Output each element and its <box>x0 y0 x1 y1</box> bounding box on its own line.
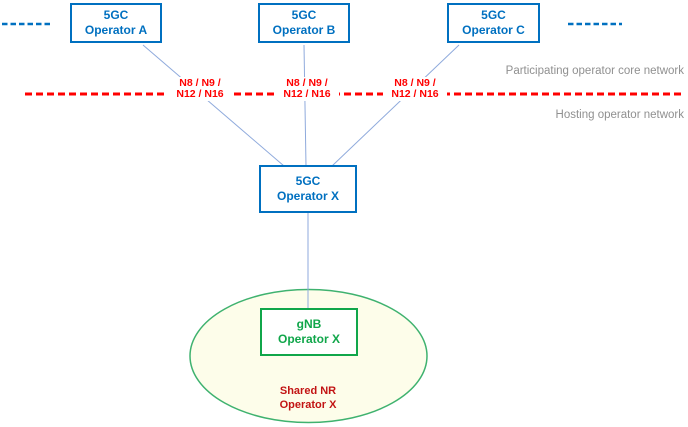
operator-x-gnb-box: gNB Operator X <box>260 308 358 356</box>
operator-c-5gc-line2: Operator C <box>462 23 525 37</box>
interface-label-line2: N12 / N16 <box>283 88 331 100</box>
operator-x-5gc-box: 5GC Operator X <box>259 165 357 213</box>
interface-label-line2: N12 / N16 <box>391 88 439 100</box>
operator-b-5gc-line2: Operator B <box>272 23 336 37</box>
operator-a-5gc-line1: 5GC <box>103 8 129 22</box>
interface-label-line1: N8 / N9 / <box>394 77 436 89</box>
shared-nr-caption-line1: Shared NR <box>279 385 337 397</box>
interface-label-line1: N8 / N9 / <box>286 77 328 89</box>
operator-a-5gc-line2: Operator A <box>84 23 148 37</box>
operator-a-5gc-box: 5GC Operator A <box>70 3 162 43</box>
interface-label-a: N8 / N9 / N12 / N16 <box>168 77 232 101</box>
operator-x-5gc-line1: 5GC <box>295 174 321 188</box>
operator-c-5gc-box: 5GC Operator C <box>447 3 540 43</box>
hosting-network-label: Hosting operator network <box>555 109 684 121</box>
shared-nr-caption: Shared NR Operator X <box>248 384 368 412</box>
operator-x-5gc-line2: Operator X <box>276 189 339 203</box>
participating-network-label: Participating operator core network <box>505 65 684 77</box>
connector-operator-a-to-x <box>142 44 285 167</box>
connector-operator-b-to-x <box>303 44 307 167</box>
interface-label-line1: N8 / N9 / <box>179 77 221 89</box>
shared-nr-caption-line2: Operator X <box>279 399 337 411</box>
interface-label-line2: N12 / N16 <box>176 88 224 100</box>
operator-x-gnb-line1: gNB <box>296 317 322 331</box>
interface-label-c: N8 / N9 / N12 / N16 <box>383 77 447 101</box>
interface-label-b: N8 / N9 / N12 / N16 <box>275 77 339 101</box>
operator-b-5gc-box: 5GC Operator B <box>258 3 350 43</box>
operator-c-5gc-line1: 5GC <box>481 8 506 22</box>
connector-operator-c-to-x <box>331 44 460 167</box>
operator-b-5gc-line1: 5GC <box>291 8 317 22</box>
operator-x-gnb-line2: Operator X <box>277 332 340 346</box>
